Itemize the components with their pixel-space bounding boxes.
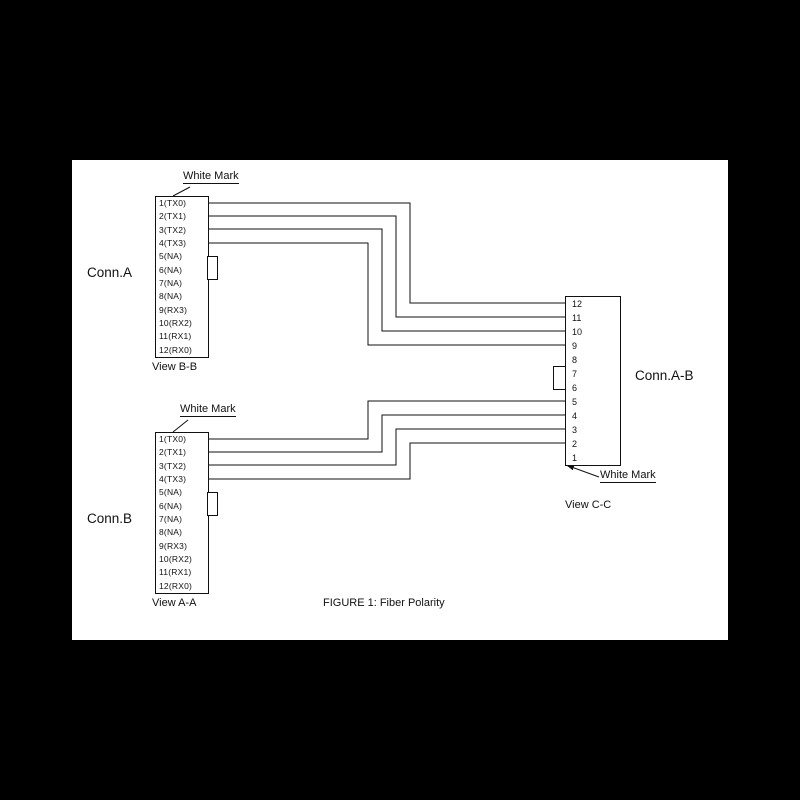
figure-caption: FIGURE 1: Fiber Polarity <box>323 597 445 609</box>
connector-a-label: Conn.A <box>87 265 133 280</box>
diagram-canvas: 1(TX0) 2(TX1) 3(TX2) 4(TX3) 5(NA) 6(NA) … <box>72 160 728 640</box>
pin-label: 11 <box>572 313 582 323</box>
pin-label: 1(TX0) <box>159 198 187 208</box>
leader-line-white-mark-bottom <box>172 419 189 433</box>
pin-label: 4(TX3) <box>159 473 187 484</box>
connector-b-body: 1(TX0) 2(TX1) 3(TX2) 4(TX3) 5(NA) 6(NA) … <box>155 432 209 594</box>
connector-a-keying-tab <box>207 256 218 280</box>
connector-b-label: Conn.B <box>87 511 133 526</box>
arrowhead-icon <box>566 465 575 471</box>
fiber-wire-b2 <box>207 414 565 453</box>
fiber-wire-a3 <box>207 228 565 332</box>
pin-label: 4(TX3) <box>159 237 187 248</box>
pin-label: 7(NA) <box>159 277 183 288</box>
pin-label: 5(NA) <box>159 487 183 498</box>
fiber-wire-b4 <box>207 442 565 480</box>
view-aa-label: View A-A <box>152 597 197 609</box>
pin-label: 6(NA) <box>159 500 183 511</box>
pin-label: 12 <box>572 299 583 309</box>
leader-line-white-mark-top <box>172 186 191 197</box>
fiber-wire-b3 <box>207 428 565 466</box>
pin-label: 2(TX1) <box>159 211 187 222</box>
white-mark-label-top: White Mark <box>183 170 239 184</box>
pin-label: 9(RX3) <box>159 304 188 315</box>
connector-ab-label: Conn.A-B <box>635 368 694 383</box>
fiber-wire-b1 <box>207 400 565 440</box>
connector-a-body: 1(TX0) 2(TX1) 3(TX2) 4(TX3) 5(NA) 6(NA) … <box>155 196 209 358</box>
fiber-wire-a4 <box>207 242 565 346</box>
pin-label: 12(RX0) <box>159 344 193 355</box>
view-bb-label: View B-B <box>152 361 198 373</box>
pin-label: 8 <box>572 355 578 365</box>
connector-ab-keying-tab <box>553 366 566 390</box>
pin-label: 10(RX2) <box>159 317 193 328</box>
pin-label: 7(NA) <box>159 513 183 524</box>
fiber-wire-a1 <box>207 202 565 304</box>
view-cc-label: View C-C <box>565 499 612 511</box>
pin-label: 2(TX1) <box>159 447 187 458</box>
pin-label: 3(TX2) <box>159 460 187 471</box>
pin-label: 10(RX2) <box>159 553 193 564</box>
pin-label: 4 <box>572 411 578 421</box>
white-mark-label-right: White Mark <box>600 469 656 483</box>
pin-label: 3 <box>572 425 578 435</box>
pin-label: 12(RX0) <box>159 580 193 591</box>
pin-label: 3(TX2) <box>159 224 187 235</box>
pin-label: 6 <box>572 383 578 393</box>
pin-label: 9 <box>572 341 578 351</box>
pin-label: 9(RX3) <box>159 540 188 551</box>
connector-b-keying-tab <box>207 492 218 516</box>
pin-label: 5(NA) <box>159 251 183 262</box>
pin-label: 2 <box>572 439 578 449</box>
white-mark-label-bottom: White Mark <box>180 403 236 417</box>
pin-label: 11(RX1) <box>159 331 192 342</box>
wiring-lines <box>172 186 600 480</box>
pin-label: 6(NA) <box>159 264 183 275</box>
pin-label: 8(NA) <box>159 291 183 302</box>
pin-label: 10 <box>572 327 583 337</box>
pin-label: 11(RX1) <box>159 567 192 578</box>
pin-label: 7 <box>572 369 578 379</box>
pin-label: 1 <box>572 453 578 463</box>
pin-label: 1(TX0) <box>159 434 187 444</box>
pin-label: 5 <box>572 397 578 407</box>
fiber-wire-a2 <box>207 215 565 318</box>
pin-label: 8(NA) <box>159 527 183 538</box>
connector-ab-body: 12 11 10 9 8 7 6 5 4 3 2 1 <box>565 296 621 466</box>
